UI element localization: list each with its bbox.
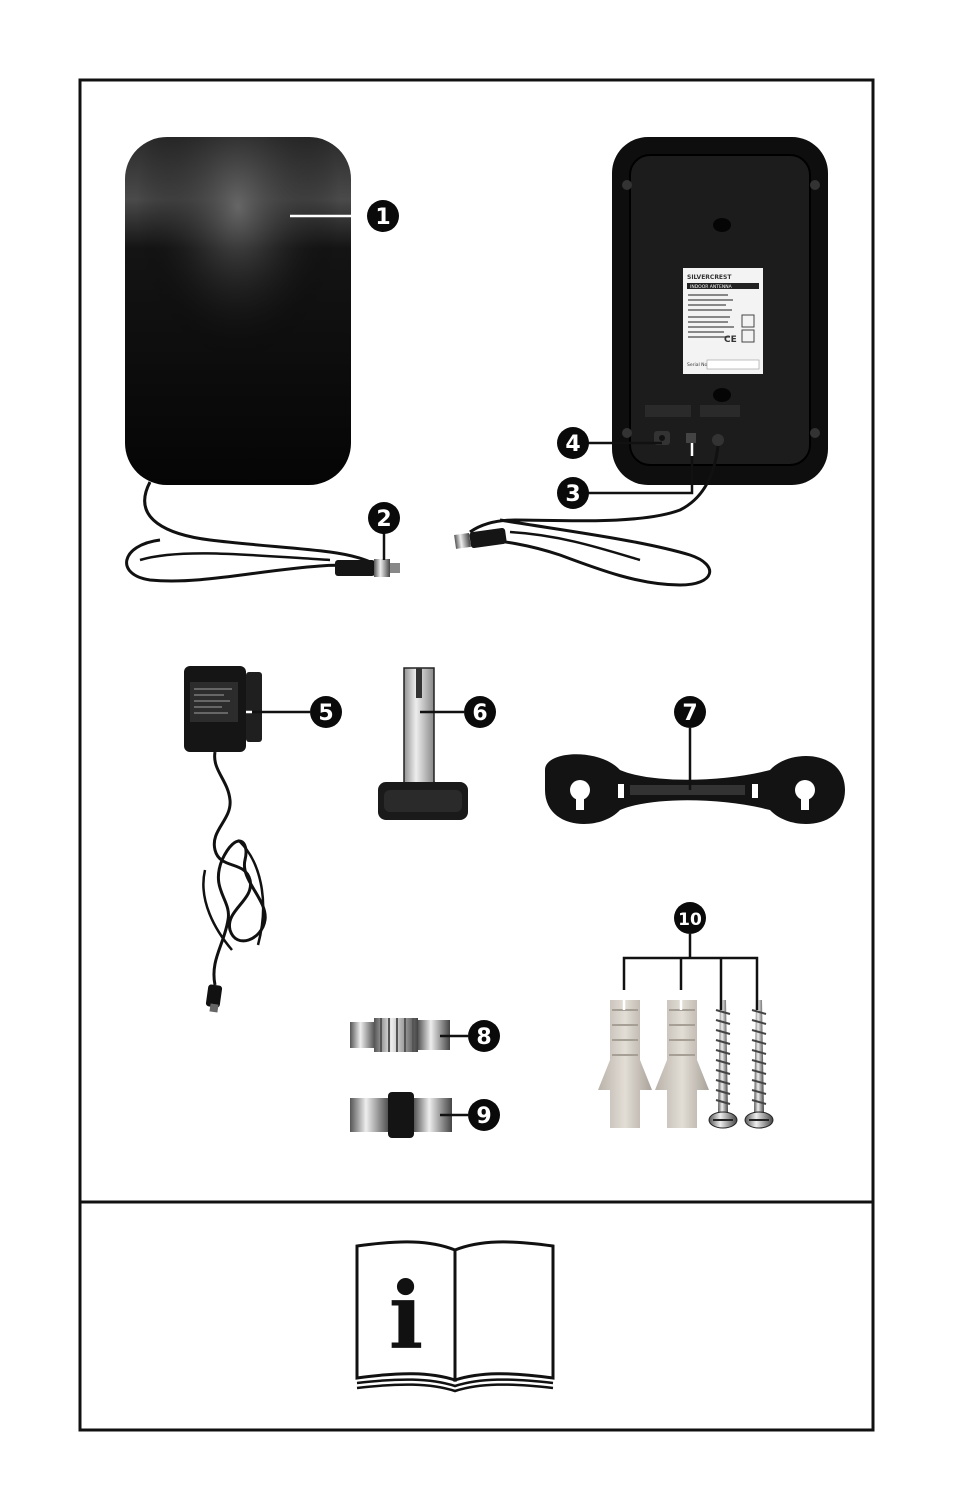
cable-outlet	[712, 434, 724, 446]
callout-1: 1	[367, 200, 399, 232]
svg-text:9: 9	[476, 1104, 491, 1129]
callout-5: 5	[310, 696, 342, 728]
callout-2: 2	[368, 502, 400, 534]
info-glyph: i	[389, 1262, 424, 1370]
dowels-and-screws	[598, 1000, 774, 1129]
callout-9: 9	[468, 1099, 500, 1131]
rating-label-serial: Serial No.	[687, 362, 709, 368]
svg-text:8: 8	[476, 1025, 491, 1050]
f-adapter	[350, 1018, 450, 1052]
svg-text:10: 10	[678, 910, 702, 930]
svg-text:7: 7	[682, 701, 697, 726]
rating-label-product: INDOOR ANTENNA	[690, 284, 733, 290]
svg-text:1: 1	[375, 205, 390, 230]
led-indicator	[686, 433, 696, 443]
rating-label: SILVERCREST INDOOR ANTENNA CE Serial No.	[683, 268, 763, 374]
wall-bracket	[545, 754, 845, 824]
svg-text:6: 6	[472, 701, 487, 726]
coax-coupler	[350, 1092, 452, 1138]
svg-text:4: 4	[565, 432, 580, 457]
callout-6: 6	[464, 696, 496, 728]
callout-3: 3	[557, 477, 589, 509]
antenna-back: SILVERCREST INDOOR ANTENNA CE Serial No.	[454, 137, 828, 587]
rating-label-brand: SILVERCREST	[687, 274, 732, 281]
callout-4: 4	[557, 427, 589, 459]
outer-frame	[78, 78, 875, 1432]
callout-10: 10	[674, 902, 706, 934]
power-adapter	[184, 666, 267, 1013]
stand-clip	[378, 667, 468, 820]
svg-text:2: 2	[376, 507, 391, 532]
callout-7: 7	[674, 696, 706, 728]
leader-lines-dark	[246, 441, 759, 1117]
manual-info-icon: i	[355, 1240, 555, 1393]
svg-text:5: 5	[318, 701, 333, 726]
ce-mark: CE	[724, 335, 737, 345]
callout-8: 8	[468, 1020, 500, 1052]
leader-lines-light	[246, 443, 694, 1010]
svg-text:3: 3	[565, 482, 580, 507]
antenna-front	[125, 137, 400, 583]
